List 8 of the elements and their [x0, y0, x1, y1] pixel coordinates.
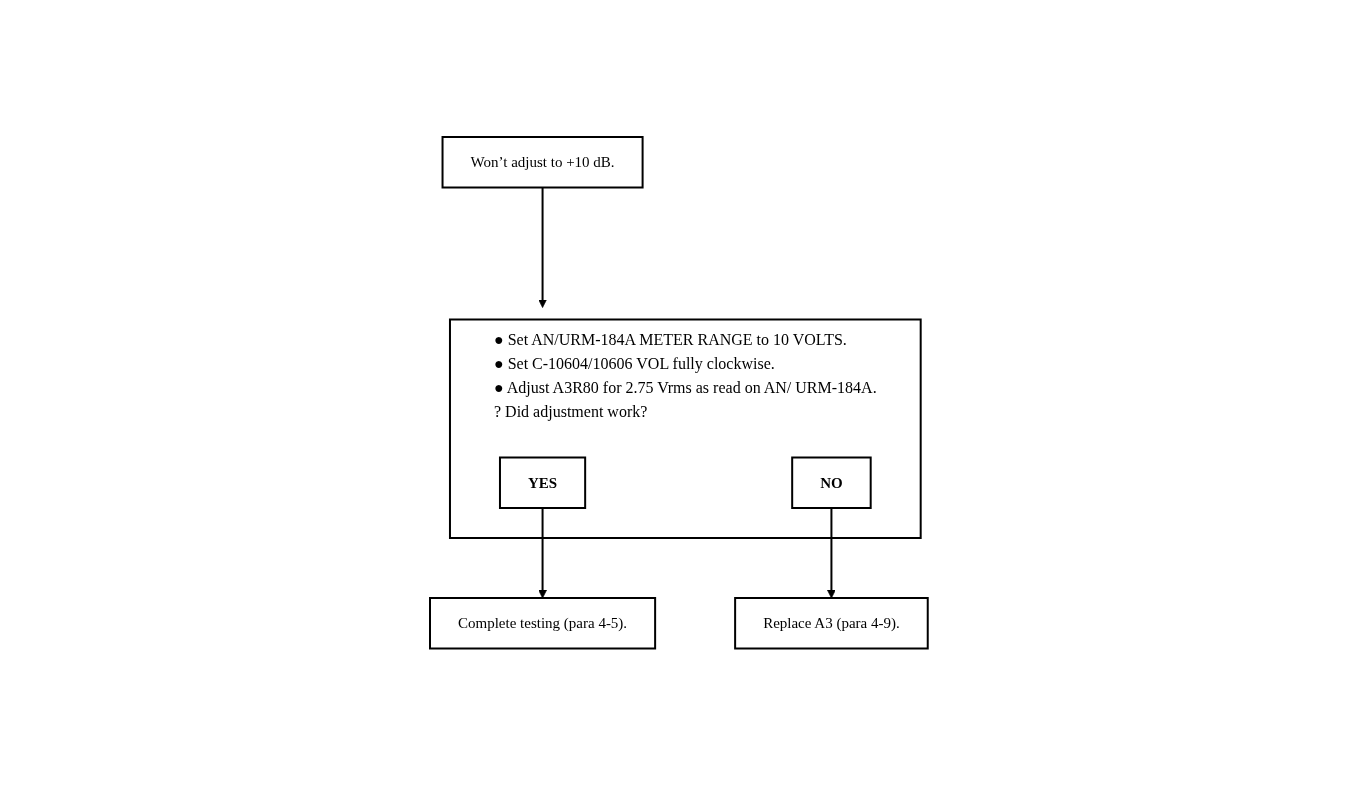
arrow: [827, 507, 836, 599]
node-box: Won’t adjust to +10 dB.: [441, 136, 644, 189]
arrow: [538, 186, 548, 309]
node-box: Replace A3 (para 4-9).: [734, 597, 929, 650]
node-box: YES: [499, 456, 587, 510]
node-box: Complete testing (para 4-5).: [429, 597, 657, 650]
node-box: NO: [791, 456, 872, 510]
arrow: [538, 507, 548, 599]
